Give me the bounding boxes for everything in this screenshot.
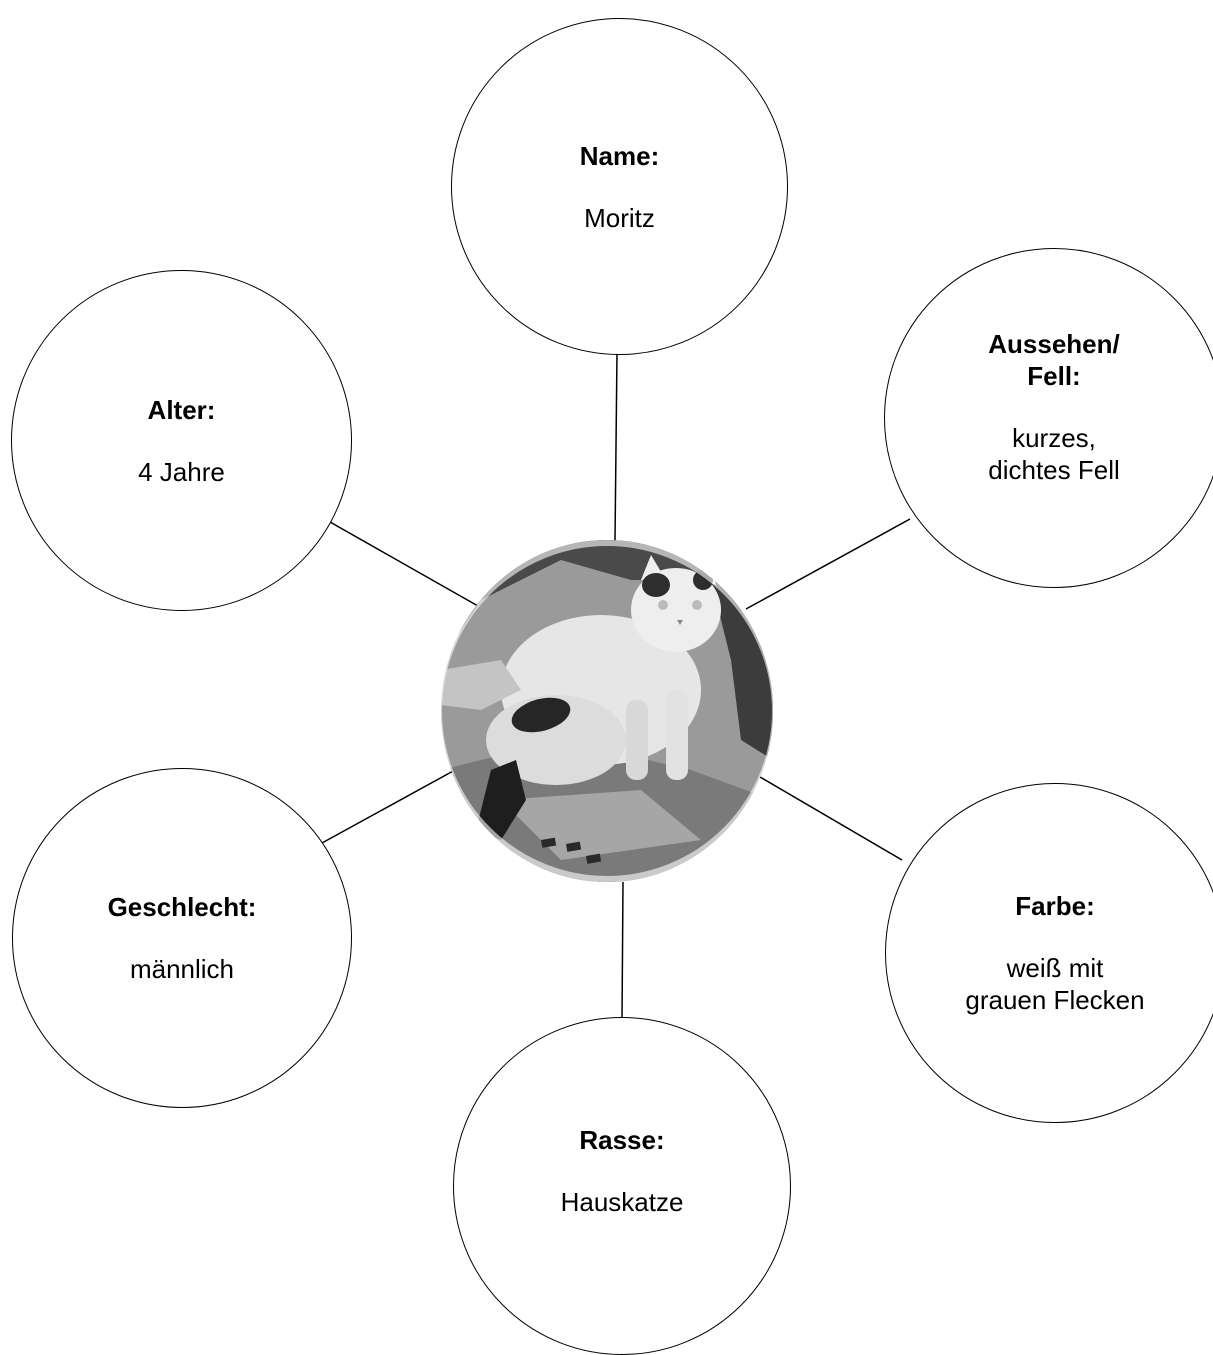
bubble-aussehen: Aussehen/ Fell: kurzes, dichtes Fell [884, 248, 1213, 588]
bubble-geschlecht: Geschlecht: männlich [12, 768, 352, 1108]
alter-value: 4 Jahre [138, 456, 225, 487]
farbe-value: weiß mit grauen Flecken [965, 953, 1145, 1015]
bubble-name: Name: Moritz [451, 18, 788, 355]
name-label: Name: [579, 140, 660, 171]
cat-photo [441, 540, 773, 882]
aussehen-value: kurzes, dichtes Fell [988, 423, 1120, 485]
connector-geschlecht [321, 769, 456, 844]
rasse-value: Hauskatze [560, 1187, 684, 1217]
bubble-alter: Alter: 4 Jahre [11, 270, 352, 611]
geschlecht-value: männlich [129, 954, 235, 984]
farbe-label: Farbe: [1015, 891, 1095, 921]
alter-label: Alter: [147, 394, 216, 425]
geschlecht-label: Geschlecht: [107, 892, 257, 922]
connector-name [614, 351, 618, 542]
rasse-label: Rasse: [579, 1125, 665, 1155]
connector-alter [322, 517, 479, 607]
bubble-rasse: Rasse: Hauskatze [453, 1017, 791, 1355]
connector-rasse [621, 881, 624, 1021]
aussehen-label: Aussehen/ Fell: [988, 329, 1120, 391]
connector-farbe [759, 776, 903, 861]
bubble-farbe: Farbe: weiß mit grauen Flecken [885, 783, 1213, 1123]
name-value: Moritz [584, 202, 655, 233]
connector-aussehen [745, 518, 911, 610]
